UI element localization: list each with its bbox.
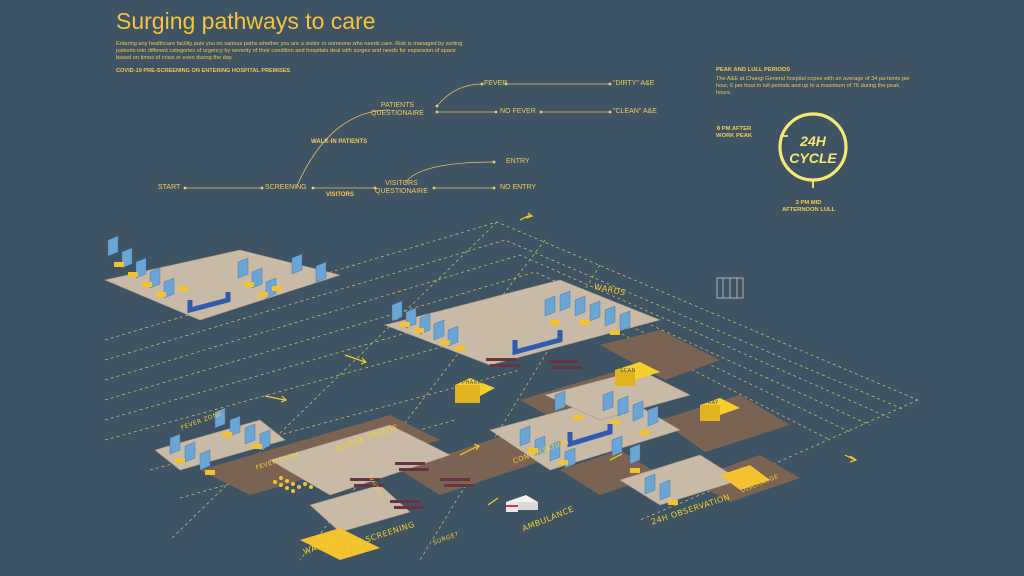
- flow-node-dirty-ae: "DIRTY" A&E: [613, 80, 655, 87]
- page-title: Surging pathways to care: [116, 8, 376, 34]
- peak-time-label: 8 PM AFTER WORK PEAK: [716, 126, 753, 139]
- flow-node-visitors-questionaire: VISITORS QUESTIONAIRE: [375, 180, 428, 195]
- gate-icon: [716, 277, 744, 299]
- flow-node-entry: ENTRY: [506, 158, 530, 165]
- beds: [114, 262, 678, 505]
- room-floors: [104, 249, 741, 533]
- section-heading: COVID-19 PRE-SCREENING ON ENTERING HOSPI…: [116, 68, 291, 74]
- flow-node-no-fever: NO FEVER: [500, 108, 536, 115]
- cycle-clock-icon: [778, 112, 848, 188]
- label-scan: SCAN: [620, 368, 636, 374]
- fever-room-chairs: [273, 476, 313, 493]
- route-arrows: [264, 212, 858, 506]
- lull-time-label: 3 PM MID AFTERNOON LULL: [782, 200, 836, 213]
- peak-paragraph: The A&E at Changi General hospital copes…: [716, 76, 911, 96]
- flow-node-start: START: [158, 184, 181, 191]
- service-boxes: [455, 362, 740, 421]
- nurse-counters: [187, 292, 613, 448]
- flow-node-screening: SCREENING: [265, 184, 307, 191]
- cycle-title: 24H CYCLE: [789, 133, 837, 166]
- label-pharmacy: PHARM: [462, 380, 483, 386]
- flow-node-fever: FEVER: [484, 80, 508, 87]
- edge-label-walk-in: WALK-IN PATIENTS: [311, 139, 368, 145]
- edge-label-visitors: VISITORS: [326, 192, 354, 198]
- flow-node-patients-questionaire: PATIENTS QUESTIONAIRE: [371, 102, 424, 117]
- ambulance-icon: [506, 495, 538, 512]
- entrance-pads: [300, 465, 770, 560]
- peak-heading: PEAK AND LULL PERIODS: [716, 67, 791, 73]
- flow-node-no-entry: NO ENTRY: [500, 184, 537, 191]
- bed-screens: [107, 235, 671, 501]
- flow-node-clean-ae: "CLEAN" A&E: [613, 108, 657, 115]
- label-xray: X-RAY: [702, 400, 719, 406]
- site-grid: [104, 221, 919, 561]
- waiting-seats: [350, 358, 582, 509]
- intro-paragraph: Entering any healthcare facility puts yo…: [116, 41, 463, 61]
